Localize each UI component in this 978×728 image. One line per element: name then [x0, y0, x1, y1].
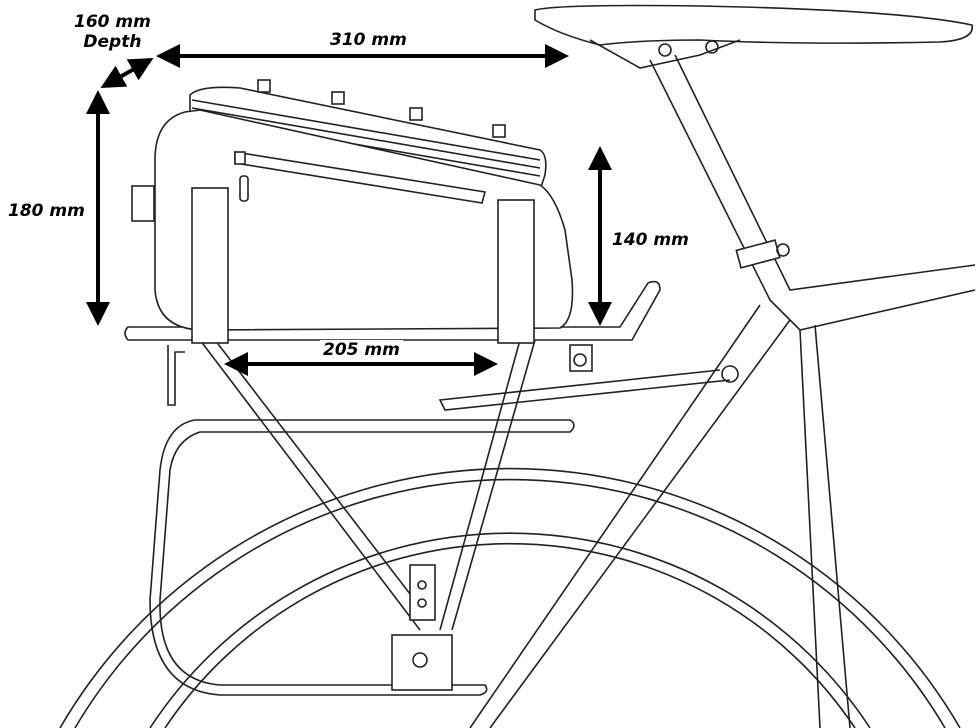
- depth-arrow: [100, 58, 154, 88]
- strap-spacing-label: 205 mm: [320, 340, 403, 360]
- bike-frame: [438, 54, 976, 728]
- depth-value: 160 mm: [74, 12, 151, 32]
- depth-text: Depth: [83, 32, 142, 52]
- depth-label: 160 mm Depth: [74, 12, 151, 52]
- length-label: 310 mm: [330, 30, 407, 50]
- height-label: 180 mm: [8, 201, 85, 221]
- trunk-bag: [131, 79, 574, 344]
- rear-wheel: [59, 467, 961, 728]
- saddle: [534, 4, 973, 69]
- dimension-arrows: [86, 44, 612, 376]
- side-height-label: 140 mm: [612, 230, 689, 250]
